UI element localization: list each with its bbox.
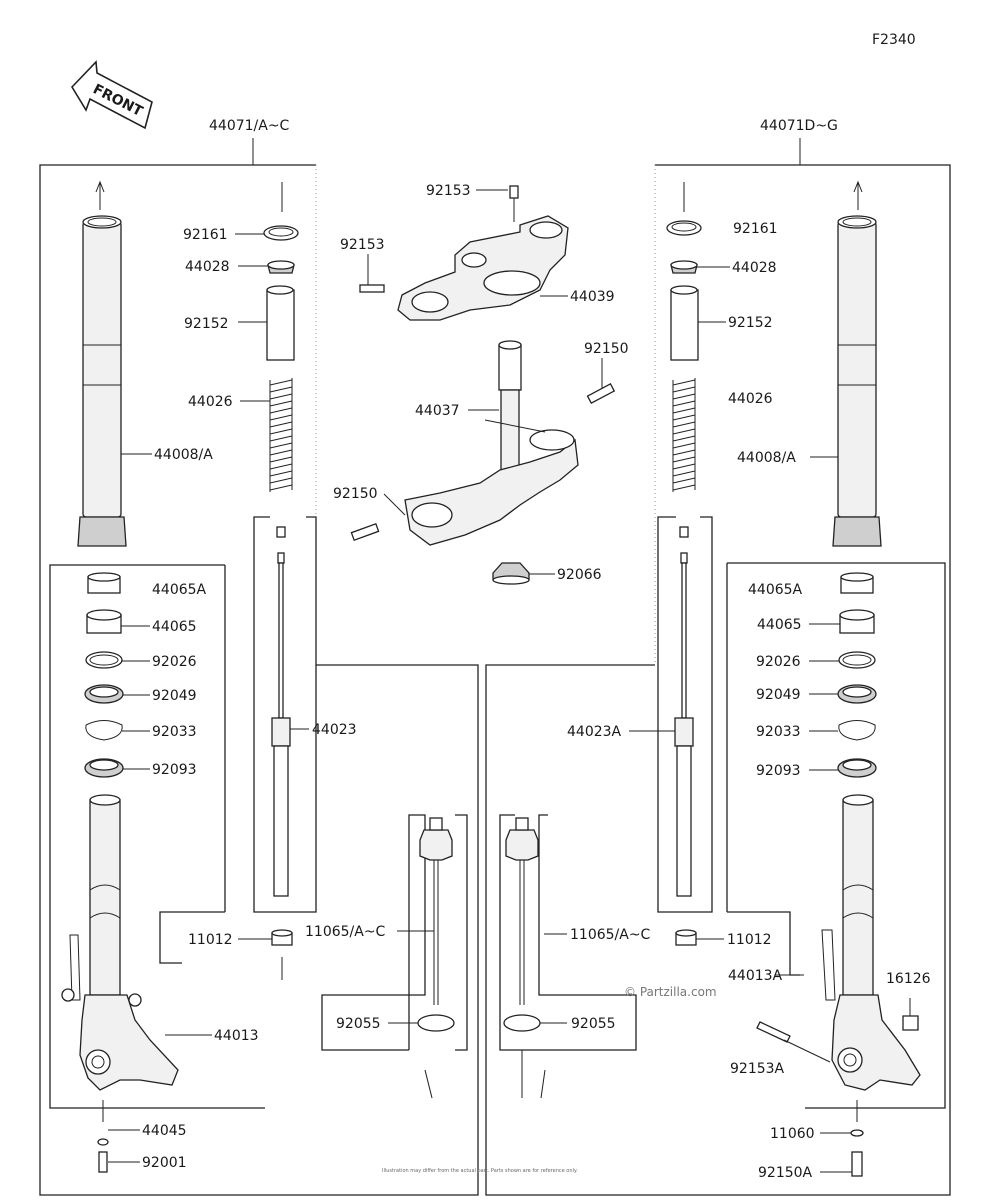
label-92152-left: 92152 (184, 316, 229, 332)
diagram-code: F2340 (872, 32, 916, 48)
label-44065A-right: 44065A (748, 582, 803, 598)
front-direction-arrow: FRONT (70, 60, 153, 130)
label-11012-left: 11012 (188, 932, 233, 948)
label-92150-top: 92150 (584, 341, 629, 357)
label-92033-left: 92033 (152, 724, 197, 740)
label-92150-left: 92150 (333, 486, 378, 502)
label-44026-right: 44026 (728, 391, 773, 407)
label-44023: 44023 (312, 722, 357, 738)
leader-lines (108, 189, 852, 1173)
label-44008-left: 44008/A (154, 447, 213, 463)
label-44023A: 44023A (567, 724, 622, 740)
label-92093-left: 92093 (152, 762, 197, 778)
label-44071AC: 44071/A~C (209, 118, 290, 134)
label-92153-left: 92153 (340, 237, 385, 253)
label-44013A: 44013A (728, 968, 783, 984)
label-92066: 92066 (557, 567, 602, 583)
label-92033-right: 92033 (756, 724, 801, 740)
label-11065-right: 11065/A~C (570, 927, 651, 943)
label-44065-left: 44065 (152, 619, 197, 635)
label-92153-top: 92153 (426, 183, 471, 199)
steering-parts (350, 185, 616, 585)
label-44065-right: 44065 (757, 617, 802, 633)
label-44045: 44045 (142, 1123, 187, 1139)
label-11065-left: 11065/A~C (305, 924, 386, 940)
label-92049-left: 92049 (152, 688, 197, 704)
left-spring (269, 378, 293, 492)
label-92001: 92001 (142, 1155, 187, 1171)
footer-note: Illustration may differ from the actual … (382, 1168, 578, 1174)
label-44037: 44037 (415, 403, 460, 419)
label-44008-right: 44008/A (737, 450, 796, 466)
label-11060: 11060 (770, 1126, 815, 1142)
part-labels: 44071/A~C 44071D~G 92161 44028 92152 440… (142, 118, 931, 1181)
cartridge-parts (417, 817, 546, 1099)
right-fork-parts (666, 180, 921, 1177)
label-44028-right: 44028 (732, 260, 777, 276)
label-44026-left: 44026 (188, 394, 233, 410)
label-11012-right: 11012 (727, 932, 772, 948)
label-92093-right: 92093 (756, 763, 801, 779)
watermark: © Partzilla.com (624, 985, 717, 999)
label-92055-left: 92055 (336, 1016, 381, 1032)
label-92161-left: 92161 (183, 227, 228, 243)
right-spring (672, 378, 696, 492)
label-92161-right: 92161 (733, 221, 778, 237)
label-92049-right: 92049 (756, 687, 801, 703)
label-44028-left: 44028 (185, 259, 230, 275)
left-fork-parts (61, 180, 299, 1173)
label-92153A: 92153A (730, 1061, 785, 1077)
label-92150A: 92150A (758, 1165, 813, 1181)
label-92055-right: 92055 (571, 1016, 616, 1032)
label-92026-left: 92026 (152, 654, 197, 670)
label-16126: 16126 (886, 971, 931, 987)
label-44065A-left: 44065A (152, 582, 207, 598)
label-44039: 44039 (570, 289, 615, 305)
label-92026-right: 92026 (756, 654, 801, 670)
frame-lines (39, 138, 951, 1196)
label-44071DG: 44071D~G (760, 118, 838, 134)
label-92152-right: 92152 (728, 315, 773, 331)
label-44013: 44013 (214, 1028, 259, 1044)
